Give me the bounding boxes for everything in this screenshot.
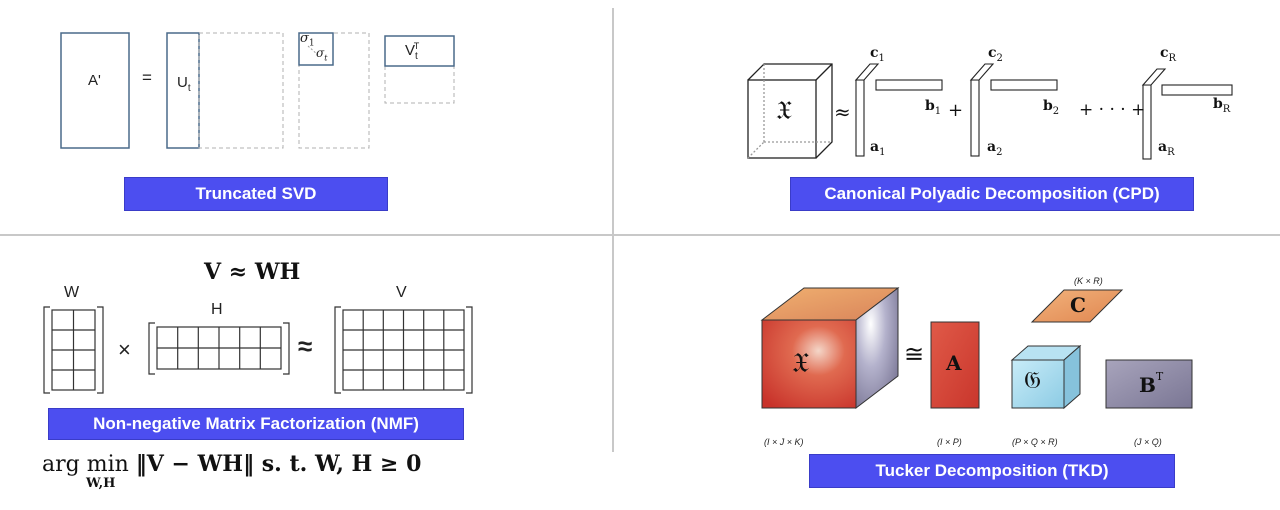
cpd-a2-label: a2 bbox=[987, 139, 1003, 158]
cpd-b2-label: b2 bbox=[1043, 98, 1060, 117]
svd-banner: Truncated SVD bbox=[124, 177, 388, 211]
tkd-b-label: BT bbox=[1139, 370, 1164, 397]
svd-sigma-ghost bbox=[298, 32, 370, 149]
cpd-approx: ≈ bbox=[834, 100, 851, 124]
cpd-cr-label: cR bbox=[1160, 45, 1177, 64]
cpd-diagram bbox=[747, 63, 1233, 160]
svd-sigma1-label: σ1 bbox=[300, 31, 315, 49]
cpd-cr-vector bbox=[1141, 68, 1167, 86]
horizontal-divider bbox=[0, 234, 1280, 236]
cpd-term-1 bbox=[854, 63, 943, 157]
cpd-tensor-cube bbox=[747, 63, 833, 159]
tkd-banner: Tucker Decomposition (TKD) bbox=[809, 454, 1175, 488]
svd-v-matrix bbox=[384, 35, 455, 67]
cpd-a2-vector bbox=[970, 79, 980, 157]
cpd-c1-vector bbox=[854, 63, 880, 81]
tkd-dim-b: (J × Q) bbox=[1134, 437, 1162, 447]
svd-v-label: VtT bbox=[405, 41, 420, 62]
nmf-w-matrix bbox=[43, 306, 104, 394]
tkd-dim-c: (K × R) bbox=[1074, 276, 1103, 286]
cpd-ar-vector bbox=[1142, 84, 1152, 160]
svd-a-matrix bbox=[60, 32, 130, 149]
cpd-c1-label: c1 bbox=[870, 45, 885, 64]
tkd-tensor-symbol: 𝔛 bbox=[792, 346, 810, 379]
cpd-b1-label: b1 bbox=[925, 98, 942, 117]
tkd-congruent: ≅ bbox=[904, 340, 925, 368]
svd-u-matrix bbox=[166, 32, 200, 149]
nmf-objective-argmin: arg min W,H bbox=[42, 452, 129, 491]
cpd-c2-vector bbox=[969, 63, 995, 81]
vertical-divider bbox=[612, 8, 614, 452]
tkd-diagram bbox=[760, 286, 1193, 410]
tkd-core-cube bbox=[1010, 344, 1082, 410]
cpd-br-vector bbox=[1161, 84, 1233, 96]
tkd-a-label: A bbox=[946, 351, 962, 375]
cpd-term-2 bbox=[969, 63, 1058, 157]
svd-sigma-matrix bbox=[298, 32, 334, 66]
nmf-objective-sub: W,H bbox=[86, 476, 116, 491]
tkd-a-matrix bbox=[930, 321, 980, 409]
cpd-br-label: bR bbox=[1213, 96, 1231, 115]
svd-sigmat-label: σt bbox=[316, 46, 328, 63]
cpd-b2-vector bbox=[990, 79, 1058, 91]
tkd-dim-core: (P × Q × R) bbox=[1012, 437, 1058, 447]
cpd-ellipsis: + · · · + bbox=[1079, 100, 1146, 120]
cpd-term-r bbox=[1141, 68, 1233, 160]
tkd-dim-x: (I × J × K) bbox=[764, 437, 804, 447]
tkd-bt-matrix bbox=[1105, 359, 1193, 409]
svd-u-ghost bbox=[198, 32, 284, 149]
nmf-diagram bbox=[43, 306, 473, 394]
cpd-banner: Canonical Polyadic Decomposition (CPD) bbox=[790, 177, 1194, 211]
tkd-tensor-cube bbox=[760, 286, 900, 410]
nmf-equation: V ≈ WH bbox=[204, 259, 301, 285]
svd-v-ghost bbox=[384, 35, 455, 104]
nmf-h-label: H bbox=[211, 301, 223, 318]
nmf-banner: Non-negative Matrix Factorization (NMF) bbox=[48, 408, 464, 440]
nmf-h-matrix bbox=[148, 322, 290, 375]
tkd-dim-a: (I × P) bbox=[937, 437, 962, 447]
tkd-core-label: 𝔊 bbox=[1024, 366, 1042, 394]
tkd-c-label: C bbox=[1070, 293, 1086, 317]
cpd-a1-vector bbox=[855, 79, 865, 157]
cpd-plus-1: + bbox=[948, 100, 964, 121]
cpd-a1-label: a1 bbox=[870, 139, 886, 158]
nmf-w-label: W bbox=[64, 284, 80, 301]
svd-diagram bbox=[60, 32, 455, 149]
cpd-c2-label: c2 bbox=[988, 45, 1003, 64]
nmf-v-label: V bbox=[396, 284, 407, 301]
nmf-objective-body: ‖V − WH‖ s. t. W, H ≥ 0 bbox=[135, 451, 422, 477]
svd-equals: = bbox=[142, 68, 152, 87]
nmf-times: × bbox=[118, 337, 131, 362]
svd-u-label: Ut bbox=[177, 74, 191, 94]
nmf-objective: arg min W,H ‖V − WH‖ s. t. W, H ≥ 0 bbox=[42, 451, 422, 491]
cpd-ar-label: aR bbox=[1158, 139, 1175, 158]
svd-a-label: A' bbox=[88, 72, 101, 89]
cpd-tensor-symbol: 𝔛 bbox=[776, 96, 792, 126]
tkd-c-matrix bbox=[1030, 289, 1124, 323]
nmf-approx: ≈ bbox=[298, 331, 313, 361]
nmf-v-matrix bbox=[334, 306, 473, 394]
cpd-b1-vector bbox=[875, 79, 943, 91]
